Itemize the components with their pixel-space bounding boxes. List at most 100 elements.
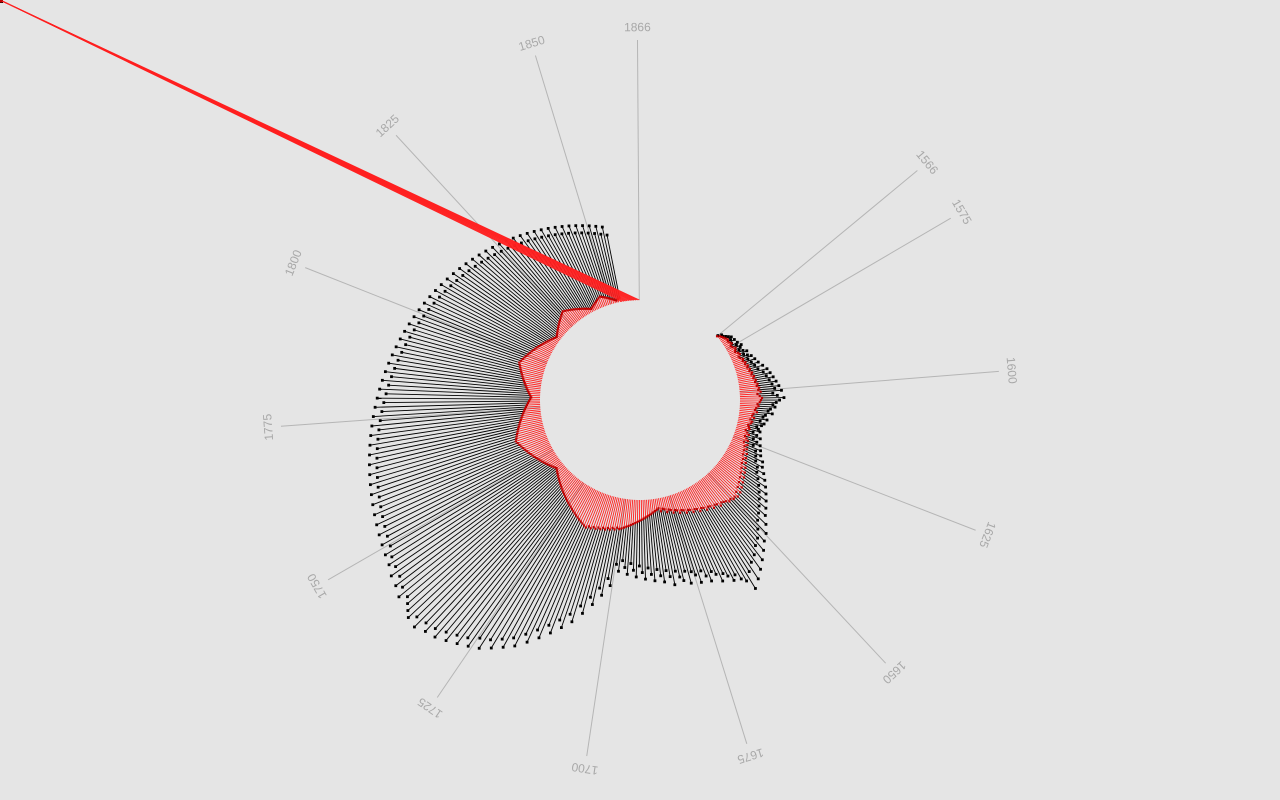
outer-point [400,350,404,354]
outer-stem [369,428,519,466]
outer-point [377,495,381,499]
inner-stem [739,411,754,415]
inner-point [746,364,749,367]
outer-point [570,620,574,624]
inner-stem [729,352,739,357]
outer-stem [626,524,632,575]
inner-stem [725,450,747,464]
inner-stem [535,348,551,357]
inner-stem [625,499,630,527]
inner-stem [563,477,578,495]
inner-point [736,485,739,489]
inner-stem [690,485,704,509]
inner-point [566,309,569,312]
inner-point [575,308,578,311]
inner-stem [739,389,759,392]
outer-point [605,233,609,237]
inner-stem [524,382,542,386]
inner-point [549,464,552,467]
inner-point [758,401,761,404]
outer-point [398,337,402,341]
outer-stem [487,257,560,325]
inner-stem [664,496,670,510]
inner-point [594,527,597,530]
outer-stem [752,421,765,425]
outer-point [432,301,436,305]
outer-point [443,289,447,293]
outer-point [536,628,539,632]
inner-point [757,405,760,408]
outer-point [393,366,397,370]
inner-point [551,465,554,468]
inner-point [747,433,750,437]
outer-stem [729,501,765,542]
inner-point [720,501,723,504]
inner-point [629,523,632,527]
inner-stem [523,380,542,385]
inner-point [622,526,626,529]
outer-point [540,235,544,239]
outer-point [519,241,523,245]
outer-point [375,456,379,460]
inner-point [625,525,628,528]
outer-point [458,267,462,270]
inner-point [729,497,732,501]
outer-point [394,345,398,349]
outer-point [500,637,504,641]
inner-point [740,486,743,489]
inner-point [657,507,660,510]
inner-stem [605,297,610,306]
inner-point [672,511,675,514]
outer-stem [700,507,742,580]
inner-point [743,434,747,438]
inner-stem [599,495,612,530]
inner-stem [566,310,578,323]
outer-stem [418,322,523,360]
inner-stem [736,370,750,375]
outer-stem [745,467,766,481]
inner-point [692,510,695,514]
inner-stem [735,364,748,370]
outer-stem [370,438,517,486]
inner-stem [524,409,541,412]
inner-point [525,450,528,453]
outer-point [646,566,650,570]
outer-point [412,328,416,332]
inner-point [699,509,702,513]
inner-point [563,493,566,496]
outer-stem [378,412,524,431]
outer-stem [735,491,759,514]
inner-point [631,522,635,526]
inner-stem [562,476,577,493]
inner-point [746,366,749,369]
inner-stem [518,422,543,430]
outer-stem [387,456,535,537]
inner-point [732,497,735,501]
inner-point [706,508,709,511]
inner-stem [602,495,613,528]
outer-stem [379,388,531,396]
inner-point [724,337,727,340]
inner-point [556,473,559,476]
outer-stem [560,528,596,628]
outer-point [683,569,687,573]
outer-stem [641,519,643,573]
outer-stem [606,234,620,298]
outer-stem [386,393,532,398]
year-label-1750: 1750 [304,571,330,601]
outer-point [455,642,459,646]
inner-stem [697,481,715,506]
inner-point [521,375,524,378]
outer-point [379,505,383,509]
inner-point [576,516,579,519]
outer-stem [756,407,771,410]
outer-point [682,579,686,582]
inner-stem [705,474,730,502]
inner-point [734,350,737,354]
inner-point [759,390,762,393]
outer-stem [481,261,559,329]
inner-point [538,344,541,348]
outer-point [388,544,392,548]
outer-stem [468,270,557,338]
inner-point [602,526,605,529]
